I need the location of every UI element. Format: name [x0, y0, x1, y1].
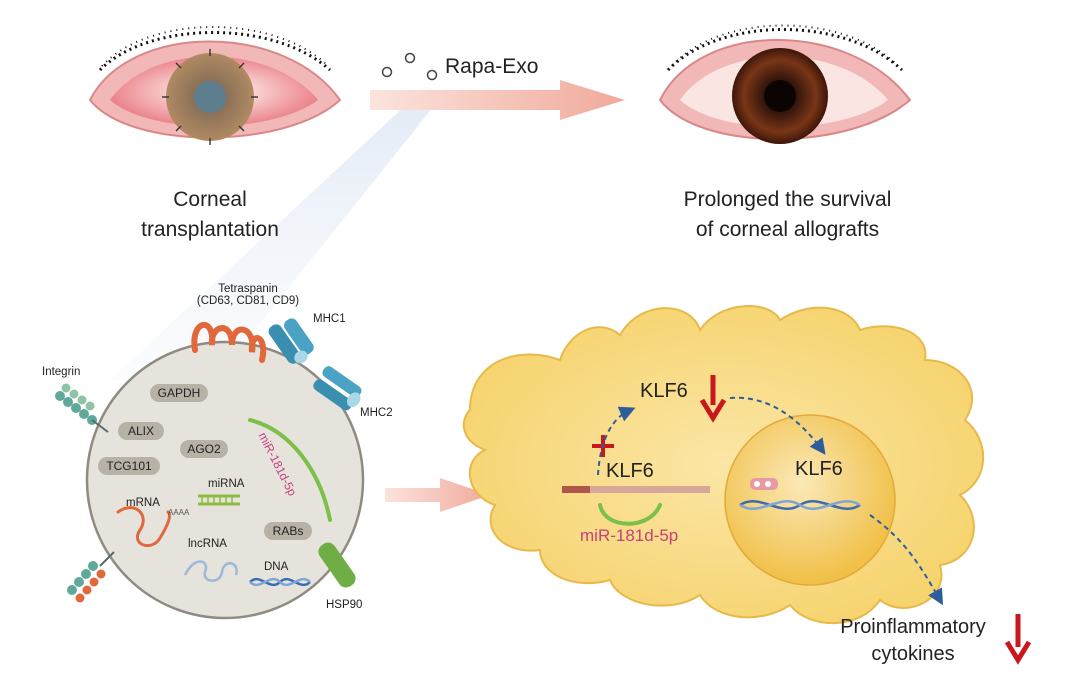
mrna-icon [116, 506, 172, 548]
mhc2-icon [313, 366, 362, 411]
polya-label: AAAA [168, 508, 190, 517]
right-caption-line-2: of corneal allografts [695, 218, 880, 241]
exosome-dots-icon [381, 52, 438, 81]
klf6-nucleus-label: KLF6 [795, 458, 843, 480]
mhc2-label: MHC2 [360, 407, 393, 419]
immune-cell [462, 305, 985, 625]
integrin-icon [55, 383, 109, 433]
outcome-line-1: Proinflammatory [840, 616, 986, 638]
klf6-mrna-label: KLF6 [606, 460, 654, 482]
nucleus-dna-icon [739, 500, 861, 510]
hsp90-icon [318, 542, 356, 588]
right-caption: Prolonged the survival of corneal allogr… [655, 185, 920, 245]
hsp90-label: HSP90 [326, 599, 363, 611]
pill-ago2: AGO2 [180, 440, 228, 458]
tetraspanin-icon [191, 322, 267, 363]
down-arrow-icon [699, 375, 727, 423]
left-caption-line-1: Corneal [173, 188, 247, 211]
pill-tcg101: TCG101 [98, 457, 160, 475]
uptake-arrow [385, 478, 490, 512]
integrin-label: Integrin [42, 366, 81, 378]
mirna-icon [198, 494, 240, 506]
pill-alix: ALIX [118, 422, 164, 440]
lncrna-label: lncRNA [188, 538, 227, 550]
klf6-mrna-bar [562, 486, 710, 493]
nuclear-import-arrow [729, 396, 826, 455]
zoom-beam [110, 92, 445, 380]
mirna-binding-icon [598, 503, 662, 526]
mrna-label: mRNA [126, 497, 160, 509]
treatment-arrow [370, 80, 625, 120]
pill-rabs: RABs [264, 522, 312, 540]
klf6-protein-label: KLF6 [640, 380, 688, 402]
left-caption: Corneal transplantation [95, 185, 325, 245]
nucleus [724, 414, 896, 586]
klf6-mrna-cap [562, 486, 590, 493]
tetraspanin-label: Tetraspanin (CD63, CD81, CD9) [178, 283, 318, 307]
transcription-arrow [869, 514, 943, 606]
cytokine-down-arrow-icon [1004, 614, 1032, 665]
mirna-strand-icon [248, 418, 332, 522]
mhc1-icon [268, 318, 314, 364]
dna-label: DNA [264, 561, 289, 573]
cell-mirna-label: miR-181d-5p [580, 526, 679, 545]
tetraspanin-label-line-1: Tetraspanin [218, 283, 278, 295]
integrin-lower-icon [67, 551, 115, 603]
dna-icon [249, 577, 311, 587]
lncrna-icon [183, 560, 238, 582]
right-caption-line-1: Prolonged the survival [683, 188, 892, 211]
exosome-vesicle [55, 318, 365, 620]
inflamed-eye-icon [88, 26, 342, 145]
left-caption-line-2: transplantation [141, 218, 279, 241]
outcome-line-2: cytokines [871, 643, 955, 665]
klf6-protein-icon [750, 478, 778, 490]
pill-gapdh: GAPDH [150, 384, 208, 402]
mhc1-label: MHC1 [313, 313, 346, 325]
translation-arrow [597, 406, 636, 476]
outcome-caption: Proinflammatory cytokines [818, 614, 1008, 668]
treatment-label: Rapa-Exo [445, 55, 539, 78]
healthy-eye-icon [658, 24, 912, 144]
mirna-label: miRNA [208, 478, 245, 490]
tetraspanin-label-line-2: (CD63, CD81, CD9) [196, 295, 300, 307]
